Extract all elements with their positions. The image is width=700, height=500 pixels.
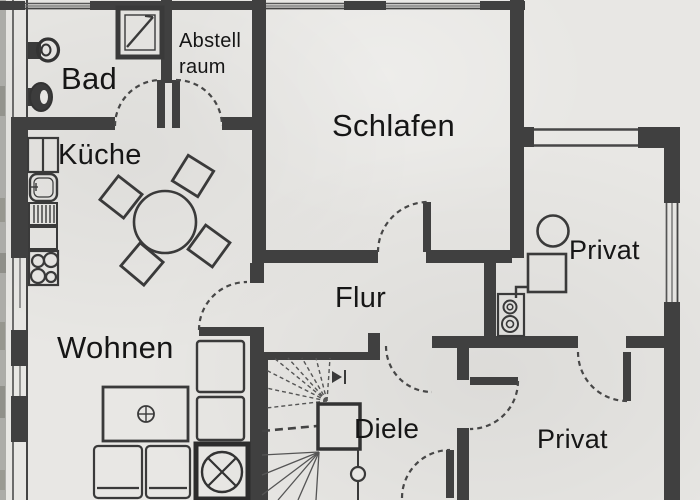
room-label-privat-unten: Privat xyxy=(537,424,608,454)
door-swings xyxy=(113,78,628,499)
room-label-privat-mitte: Privat xyxy=(569,235,640,265)
door-swing-wohnen xyxy=(197,280,248,331)
stair-direction-arrow xyxy=(332,371,342,383)
exterior-walls xyxy=(0,0,680,500)
washbasin xyxy=(28,82,53,112)
room-label-bad: Bad xyxy=(61,61,118,96)
sofa xyxy=(92,444,144,500)
toilet xyxy=(28,37,61,63)
tv-table-crossed-circle xyxy=(193,441,251,500)
room-label-schlafen: Schlafen xyxy=(332,108,456,143)
newel-post xyxy=(349,465,367,483)
windows xyxy=(19,5,673,396)
door-leaves xyxy=(157,80,631,498)
door-swing-privat-top xyxy=(576,351,628,403)
washer-unit xyxy=(496,292,526,338)
room-label-wohnen: Wohnen xyxy=(57,330,174,365)
kitchen-cabinet xyxy=(28,226,58,250)
winder-staircase xyxy=(261,357,367,500)
door-leaf-entrance xyxy=(446,450,454,498)
chair xyxy=(97,173,145,221)
door-swing-bad xyxy=(113,78,162,127)
door-swing-privat-side xyxy=(469,380,520,431)
dish-rack xyxy=(28,202,58,226)
desk xyxy=(514,252,568,298)
chair xyxy=(186,223,232,269)
shower xyxy=(115,5,165,60)
door-leaf-privat-top xyxy=(623,352,631,401)
stair-landing xyxy=(316,402,362,451)
dining-chairs xyxy=(97,153,232,288)
round-stool xyxy=(536,214,570,248)
door-leaf-wohnen xyxy=(199,327,264,336)
door-leaf-schlafen xyxy=(423,202,431,252)
abstellraum-line2: raum xyxy=(179,56,226,78)
coffee-table xyxy=(101,385,190,443)
stove xyxy=(27,249,60,287)
room-label-flur: Flur xyxy=(335,282,387,314)
door-swing-entrance xyxy=(400,448,451,499)
room-label-kueche: Küche xyxy=(58,139,142,171)
room-label-abstellraum: Abstell raum xyxy=(179,28,241,80)
door-swing-abstellraum xyxy=(175,78,224,127)
interior-walls xyxy=(11,0,666,500)
chair xyxy=(170,153,216,199)
abstellraum-line1: Abstell xyxy=(179,30,242,52)
door-leaf-bad xyxy=(157,80,165,128)
sofa xyxy=(144,444,192,500)
chair xyxy=(118,240,166,288)
side-table xyxy=(195,395,246,442)
kitchen-counter xyxy=(26,136,60,174)
door-swing-schlafen xyxy=(376,200,429,253)
door-swing-flur-diele xyxy=(384,345,433,394)
door-leaf-abstellraum xyxy=(172,80,180,128)
sofas xyxy=(92,444,192,500)
dining-table xyxy=(132,189,198,255)
side-table xyxy=(195,339,246,394)
stair-break-line xyxy=(261,424,318,433)
scan-edge-strip xyxy=(0,0,6,500)
side-tables xyxy=(195,339,246,442)
kitchen-sink xyxy=(28,172,59,203)
room-label-diele: Diele xyxy=(354,413,420,444)
door-leaf-privat-side xyxy=(470,377,518,385)
